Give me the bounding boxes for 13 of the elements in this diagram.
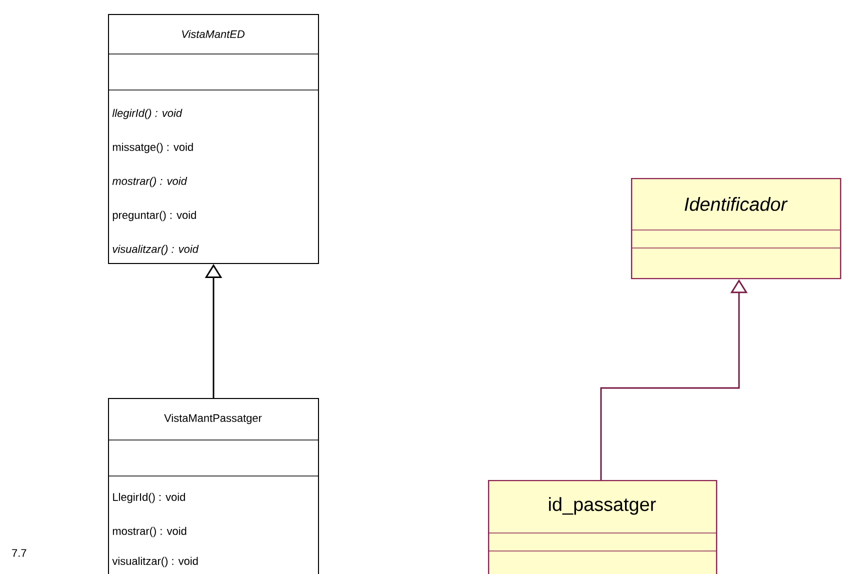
class-name: VistaMantPassatger [164, 414, 262, 424]
method-text: llegirId() : void [112, 108, 182, 120]
method-text: LlegirId() : void [113, 492, 185, 504]
method-text: missatge() : void [112, 142, 193, 154]
class-name: id_passatger [549, 497, 656, 515]
method-text: visualitzar() : void [112, 556, 198, 568]
method-text: mostrar() : void [112, 526, 186, 538]
method-text: mostrar() : void [112, 176, 188, 188]
class-name: Identificador [684, 197, 788, 211]
class-name: VistaMantED [182, 30, 245, 38]
method-text: preguntar() : void [112, 210, 196, 222]
note-text: 7.7 [12, 549, 26, 557]
method-text: visualitzar() : void [112, 244, 199, 256]
